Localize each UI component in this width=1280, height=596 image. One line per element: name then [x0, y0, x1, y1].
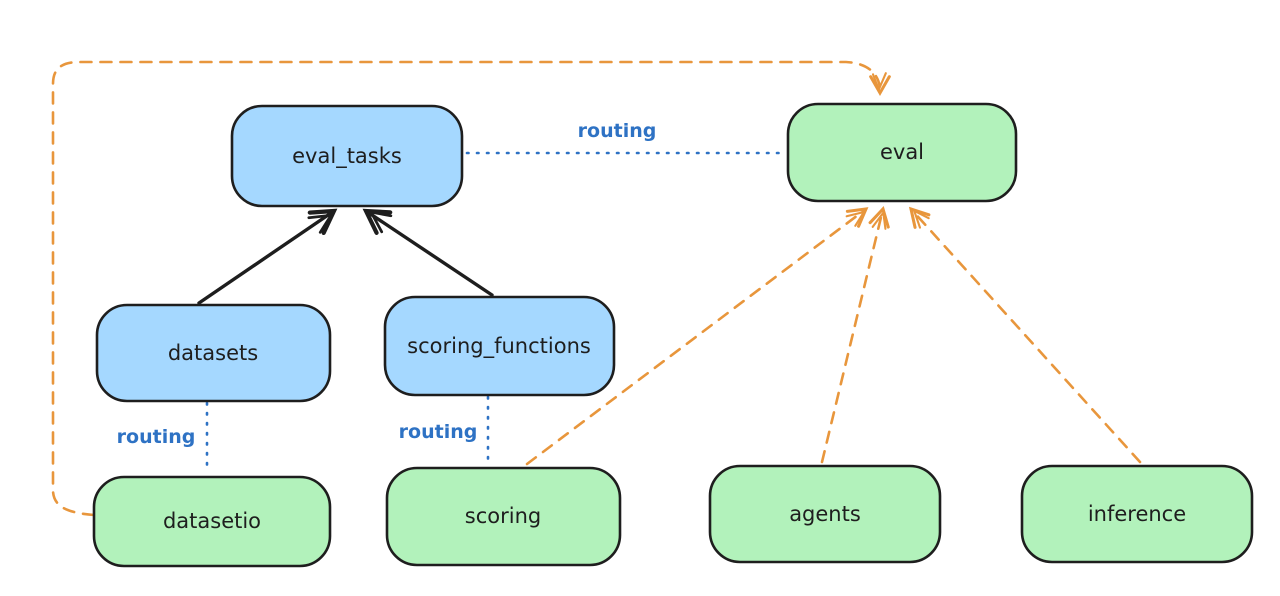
node-agents-label: agents: [789, 502, 861, 526]
node-inference-label: inference: [1088, 502, 1186, 526]
node-datasets: datasets: [95, 303, 332, 403]
node-scoring-functions-label: scoring_functions: [407, 334, 591, 359]
routing-label-scoring: routing: [399, 421, 478, 443]
node-inference: inference: [1020, 464, 1254, 564]
node-eval-label: eval: [880, 140, 924, 164]
node-eval-tasks-label: eval_tasks: [292, 144, 402, 169]
node-eval-tasks: eval_tasks: [230, 104, 464, 208]
node-datasetio-label: datasetio: [163, 509, 261, 533]
routing-label-top: routing: [578, 120, 657, 142]
routing-label-datasets: routing: [117, 426, 196, 448]
node-scoring-functions: scoring_functions: [383, 295, 616, 397]
node-eval: eval: [786, 102, 1018, 203]
node-scoring-label: scoring: [465, 504, 541, 528]
edge-datasetio-to-eval: [51, 60, 891, 517]
node-agents: agents: [708, 464, 942, 564]
edge-datasets-to-eval-tasks: [197, 208, 338, 305]
edge-scoring-functions-to-eval-tasks: [362, 208, 494, 297]
edge-scoring-to-eval: [525, 207, 869, 466]
node-scoring: scoring: [385, 466, 622, 567]
edge-inference-to-eval: [908, 206, 1142, 464]
node-datasets-label: datasets: [168, 341, 258, 365]
edge-agents-to-eval: [820, 206, 890, 464]
node-datasetio: datasetio: [92, 475, 332, 568]
